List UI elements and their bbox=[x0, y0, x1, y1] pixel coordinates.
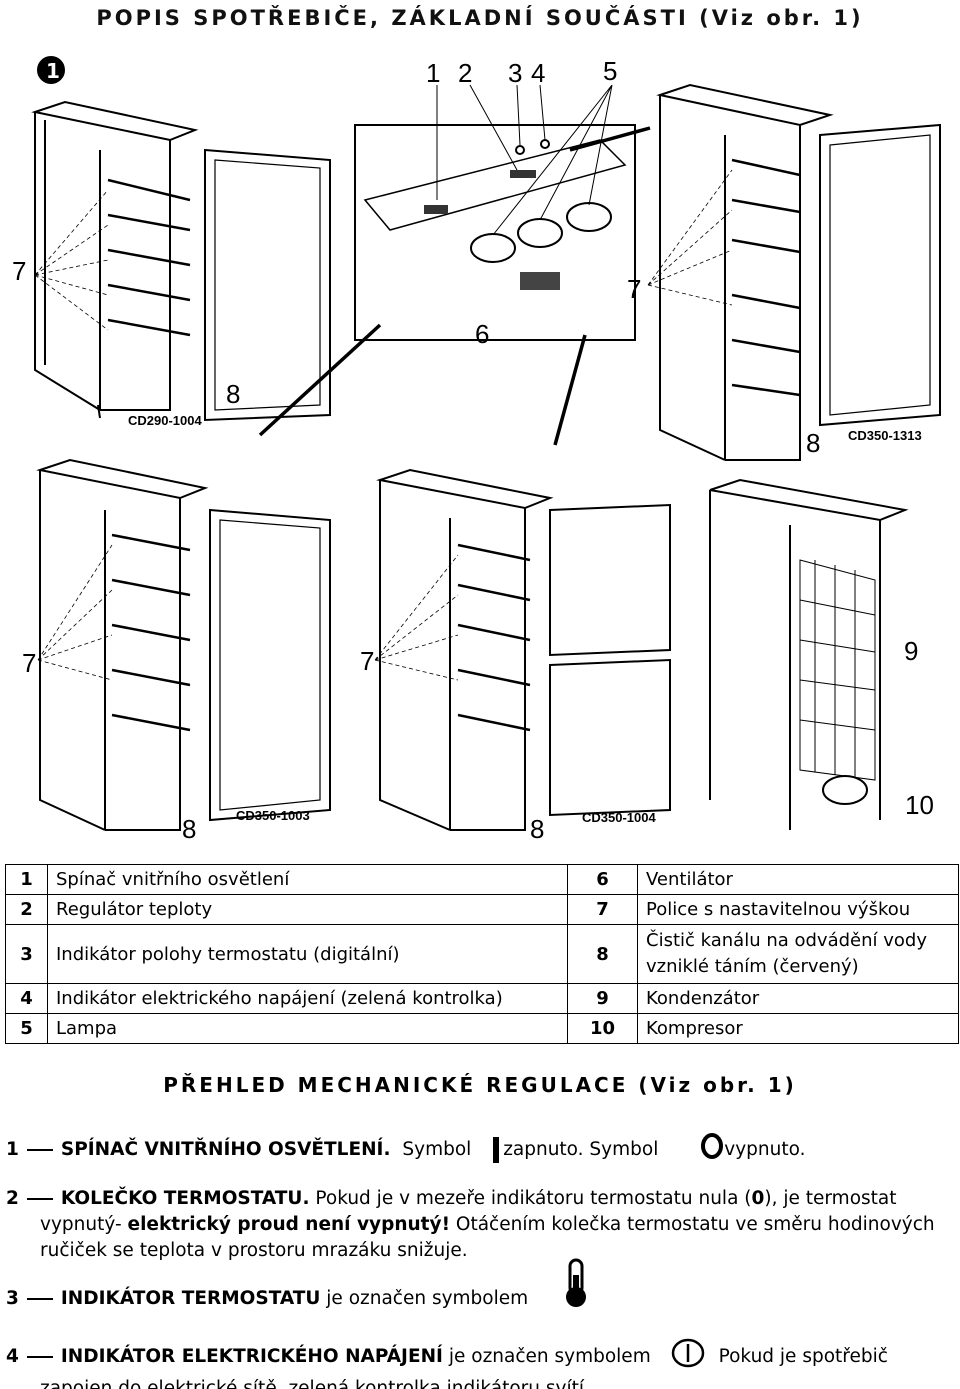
table-row: 1 Spínač vnitřního osvětlení 6 Ventiláto… bbox=[5, 864, 959, 895]
item-text: zapojen do elektrické sítě, zelená kontr… bbox=[40, 1378, 590, 1389]
legend-number: 1 bbox=[5, 864, 48, 895]
label-7: 7 bbox=[360, 646, 374, 676]
legend-text: Spínač vnitřního osvětlení bbox=[47, 864, 568, 895]
section-title: PŘEHLED MECHANICKÉ REGULACE (Viz obr. 1) bbox=[163, 1073, 797, 1097]
label-5: 5 bbox=[603, 56, 617, 86]
model-code: CD290-1004 bbox=[128, 413, 202, 428]
dash bbox=[26, 1356, 53, 1358]
legend-number: 7 bbox=[567, 894, 638, 925]
label-10: 10 bbox=[905, 790, 934, 820]
label-8: 8 bbox=[806, 428, 820, 458]
item-text: Pokud je spotřebič bbox=[718, 1346, 888, 1367]
item-power-indicator: 4 INDIKÁTOR ELEKTRICKÉHO NAPÁJENÍ je ozna… bbox=[6, 1338, 951, 1389]
off-symbol-icon bbox=[700, 1133, 724, 1167]
item-heading: INDIKÁTOR ELEKTRICKÉHO NAPÁJENÍ bbox=[60, 1346, 443, 1367]
model-code: CD350-1004 bbox=[582, 810, 656, 825]
legend-number: 10 bbox=[567, 1013, 638, 1044]
item-heading: KOLEČKO TERMOSTATU. bbox=[60, 1188, 310, 1209]
item-light-switch: 1 SPÍNAČ VNITŘNÍHO OSVĚTLENÍ. Symbol zapn… bbox=[6, 1133, 951, 1167]
label-7: 7 bbox=[22, 648, 36, 678]
figure-badge-label: 1 bbox=[46, 59, 60, 83]
legend-number: 6 bbox=[567, 864, 638, 895]
item-number: 4 bbox=[6, 1346, 19, 1367]
legend-text: Čistič kanálu na odvádění vody vzniklé t… bbox=[637, 924, 959, 984]
model-code: CD350-1313 bbox=[848, 428, 922, 443]
label-1: 1 bbox=[426, 58, 440, 88]
thermometer-icon bbox=[562, 1257, 590, 1313]
item-number: 3 bbox=[6, 1288, 19, 1309]
on-symbol-icon bbox=[493, 1137, 500, 1163]
appliance-drawing: 1 1 2 3 4 5 6 7 7 7 7 8 8 8 8 9 10 CD290… bbox=[12, 56, 941, 844]
legend-text: Regulátor teploty bbox=[47, 894, 568, 925]
item-text: Symbol bbox=[402, 1139, 472, 1160]
item-number: 1 bbox=[6, 1139, 19, 1160]
label-4: 4 bbox=[531, 58, 545, 88]
label-2: 2 bbox=[458, 58, 472, 88]
appliance-figure: 1 1 2 3 4 5 6 7 7 7 7 8 8 8 8 9 10 CD290… bbox=[0, 40, 960, 860]
power-indicator-icon bbox=[671, 1338, 705, 1376]
legend-text: Police s nastavitelnou výškou bbox=[637, 894, 959, 925]
figure-badge bbox=[37, 56, 65, 84]
fridge-cd350-1003 bbox=[36, 458, 331, 831]
legend-number: 2 bbox=[5, 894, 48, 925]
fridge-rear bbox=[709, 478, 909, 830]
label-3: 3 bbox=[508, 58, 522, 88]
label-8: 8 bbox=[530, 814, 544, 844]
legend-text-line: vzniklé táním (červený) bbox=[646, 956, 859, 977]
control-panel-detail bbox=[354, 124, 636, 341]
item-text: vypnutý- bbox=[40, 1214, 122, 1235]
item-text: vypnuto. bbox=[724, 1139, 806, 1160]
legend-text: Ventilátor bbox=[637, 864, 959, 895]
dash bbox=[26, 1198, 53, 1200]
parts-legend-table: 1 Spínač vnitřního osvětlení 6 Ventiláto… bbox=[5, 864, 959, 1044]
legend-number: 3 bbox=[5, 924, 48, 984]
table-row: 5 Lampa 10 Kompresor bbox=[5, 1013, 959, 1044]
label-9: 9 bbox=[904, 636, 918, 666]
item-thermostat-knob: 2 KOLEČKO TERMOSTATU. Pokud je v mezeře i… bbox=[6, 1186, 951, 1264]
legend-text-line: Čistič kanálu na odvádění vody bbox=[646, 930, 927, 951]
legend-text: Kondenzátor bbox=[637, 983, 959, 1014]
item-text: Pokud je v mezeře indikátoru termostatu … bbox=[315, 1188, 752, 1209]
legend-text: Indikátor polohy termostatu (digitální) bbox=[47, 924, 568, 984]
item-heading: SPÍNAČ VNITŘNÍHO OSVĚTLENÍ. bbox=[60, 1139, 391, 1160]
dash bbox=[26, 1149, 53, 1151]
item-text: ručiček se teplota v prostoru mrazáku sn… bbox=[40, 1240, 468, 1261]
legend-text: Indikátor elektrického napájení (zelená … bbox=[47, 983, 568, 1014]
item-text-bold: elektrický proud není vypnutý! bbox=[127, 1214, 451, 1235]
label-7: 7 bbox=[12, 256, 26, 286]
item-text: je označen symbolem bbox=[448, 1346, 651, 1367]
table-row: 3 Indikátor polohy termostatu (digitální… bbox=[5, 924, 959, 984]
item-thermostat-indicator: 3 INDIKÁTOR TERMOSTATU je označen symbole… bbox=[6, 1286, 951, 1312]
table-row: 2 Regulátor teploty 7 Police s nastavite… bbox=[5, 894, 959, 925]
item-text: Otáčením kolečka termostatu ve směru hod… bbox=[455, 1214, 935, 1235]
label-6: 6 bbox=[475, 319, 489, 349]
item-text-bold: 0 bbox=[751, 1188, 765, 1209]
fridge-cd350-1004 bbox=[376, 468, 671, 831]
legend-text: Kompresor bbox=[637, 1013, 959, 1044]
legend-number: 4 bbox=[5, 983, 48, 1014]
item-text: je označen symbolem bbox=[326, 1288, 529, 1309]
legend-text: Lampa bbox=[47, 1013, 568, 1044]
model-code: CD350-1003 bbox=[236, 808, 310, 823]
item-text: zapnuto. Symbol bbox=[503, 1139, 659, 1160]
label-8: 8 bbox=[226, 379, 240, 409]
item-number: 2 bbox=[6, 1188, 19, 1209]
fridge-cd350-1313 bbox=[656, 83, 941, 461]
item-text: ), je termostat bbox=[764, 1188, 897, 1209]
item-heading: INDIKÁTOR TERMOSTATU bbox=[60, 1288, 321, 1309]
dash bbox=[26, 1298, 53, 1300]
label-7: 7 bbox=[627, 274, 641, 304]
legend-number: 9 bbox=[567, 983, 638, 1014]
label-8: 8 bbox=[182, 814, 196, 844]
legend-number: 5 bbox=[5, 1013, 48, 1044]
section-title: POPIS SPOTŘEBIČE, ZÁKLADNÍ SOUČÁSTI (Viz… bbox=[96, 6, 864, 30]
table-row: 4 Indikátor elektrického napájení (zelen… bbox=[5, 983, 959, 1014]
fridge-cd290 bbox=[31, 100, 331, 422]
legend-number: 8 bbox=[567, 924, 638, 984]
